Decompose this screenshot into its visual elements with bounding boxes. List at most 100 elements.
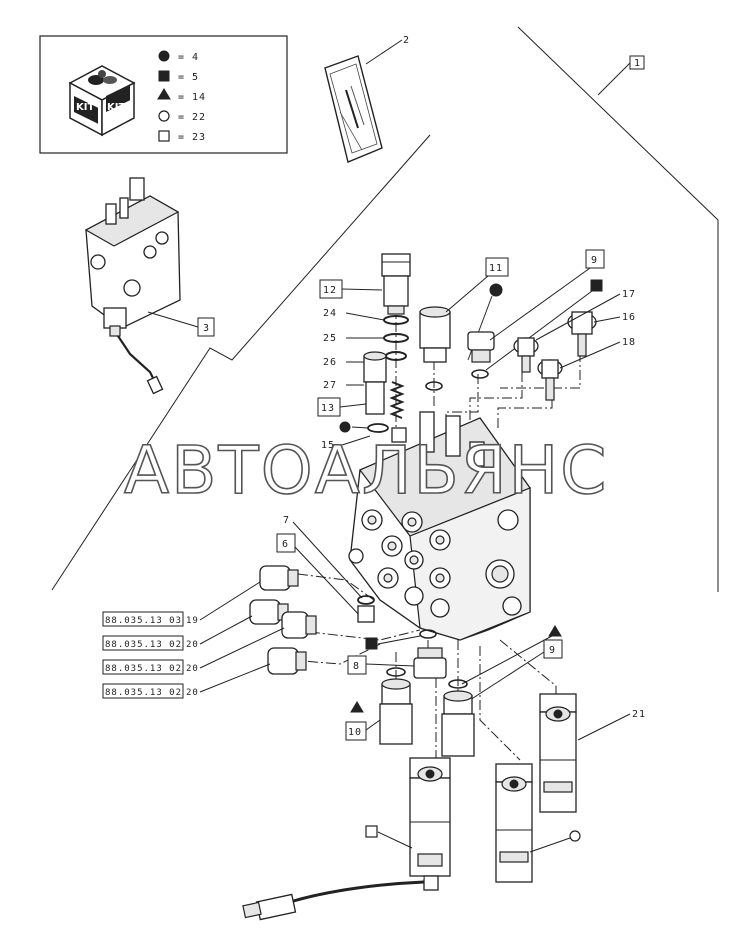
- callout-9-upper: 9: [591, 255, 598, 266]
- callout-17: 17: [622, 289, 636, 300]
- callout-box: [629, 55, 645, 70]
- callout-21: 21: [632, 709, 646, 720]
- kit-box-icon: KIT KIT: [68, 65, 136, 137]
- control-valve-block: [348, 411, 531, 641]
- leader-line: [469, 651, 545, 701]
- ref-box: [102, 611, 184, 627]
- callout-16: 16: [622, 312, 636, 323]
- callout-9-lower: 9: [549, 645, 556, 656]
- leader-line: [377, 831, 413, 849]
- ref-code: 88.035.13 02: [105, 688, 182, 698]
- leader-line: [147, 311, 199, 328]
- leader-line: [351, 426, 369, 429]
- kit-icon-text-right: KIT: [107, 102, 125, 113]
- leader-line: [199, 581, 261, 621]
- ref-box: [102, 635, 184, 651]
- watermark-text: АВТОАЛЬЯНС: [124, 432, 608, 509]
- pressure-switch-18-part: [537, 359, 563, 401]
- legend-row-text: = 14: [178, 92, 206, 103]
- o-ring-part: [419, 629, 437, 639]
- callout-box: [485, 257, 509, 277]
- o-ring-part: [471, 369, 489, 379]
- open-circle-icon: [158, 110, 170, 122]
- ref-code: 88.035.13 03: [105, 616, 182, 626]
- callout-18: 18: [622, 337, 636, 348]
- kit-icon-text-left: KIT: [76, 102, 94, 113]
- leader-line: [345, 312, 385, 321]
- callout-10: 10: [348, 727, 362, 738]
- callout-1: 1: [634, 58, 641, 69]
- filled-circle-icon: [489, 283, 503, 297]
- o-ring-part: [448, 679, 468, 689]
- callout-box: [276, 533, 296, 553]
- open-square-icon: [158, 130, 170, 142]
- leader-line: [485, 290, 593, 371]
- valve-cartridge-part: [363, 351, 387, 415]
- cartridge-10-part: [379, 678, 413, 745]
- filled-triangle-icon: [548, 625, 562, 637]
- ref-num: 19: [186, 616, 199, 626]
- o-ring-part: [357, 595, 375, 605]
- leader-line: [199, 615, 253, 645]
- leader-line: [535, 293, 621, 341]
- callout-box: [585, 249, 605, 269]
- open-circle-icon: [569, 830, 581, 842]
- ref-box: [102, 683, 184, 699]
- leader-line: [294, 546, 363, 619]
- leader-line: [461, 635, 553, 685]
- leader-line: [365, 719, 381, 731]
- filled-circle-icon: [158, 50, 170, 62]
- plug-20c-part: [267, 647, 307, 675]
- leader-line: [597, 62, 631, 96]
- plug-part: [467, 331, 495, 363]
- solenoid-connector-part: [242, 757, 451, 921]
- o-ring-part: [386, 667, 406, 677]
- leader-line: [593, 316, 621, 323]
- callout-13: 13: [321, 403, 335, 414]
- leader-line: [292, 521, 363, 599]
- leader-line: [199, 663, 271, 693]
- ref-num: 20: [186, 640, 199, 650]
- ref-num: 20: [186, 688, 199, 698]
- leader-line: [199, 627, 285, 669]
- assembly-bracket-line: [517, 26, 719, 592]
- o-ring-part: [425, 381, 443, 391]
- o-ring-part: [367, 423, 389, 433]
- legend-row-text: = 4: [178, 52, 199, 63]
- relief-valve-part: [381, 253, 411, 315]
- spring-part: [389, 381, 405, 419]
- callout-8: 8: [353, 661, 360, 672]
- leader-line: [529, 837, 571, 853]
- leader-line: [365, 663, 415, 667]
- leader-line: [559, 341, 621, 369]
- plug-8-part: [413, 647, 447, 679]
- callout-12: 12: [323, 285, 337, 296]
- legend-row-text: = 23: [178, 132, 206, 143]
- filled-circle-icon: [339, 421, 351, 433]
- valve-overview-part: [84, 177, 181, 395]
- instruction-sheet-part: [324, 55, 383, 163]
- kit-legend: KIT KIT = 4 = 5 = 14 = 22 = 23: [39, 35, 288, 154]
- callout-box: [197, 317, 215, 337]
- ref-num: 20: [186, 664, 199, 674]
- callout-6: 6: [282, 539, 289, 550]
- callout-3: 3: [203, 323, 210, 334]
- pressure-switch-17-part: [513, 337, 539, 373]
- ref-code: 88.035.13 02: [105, 664, 182, 674]
- callout-11: 11: [489, 263, 503, 274]
- leader-line: [365, 39, 403, 65]
- ref-box: [102, 659, 184, 675]
- callout-25: 25: [323, 333, 337, 344]
- filled-square-icon: [365, 637, 378, 650]
- open-square-icon: [365, 825, 378, 838]
- fitting-part: [357, 605, 375, 623]
- cartridge-9-part: [441, 690, 475, 757]
- callout-15: 15: [321, 440, 335, 451]
- legend-row-text: = 22: [178, 112, 206, 123]
- leader-line: [445, 275, 489, 313]
- callout-box: [345, 721, 367, 741]
- leader-line: [489, 267, 591, 341]
- reference-table: 88.035.13 03 19 88.035.13 02 20 88.035.1…: [102, 581, 285, 699]
- solenoid-21-part: [539, 693, 577, 813]
